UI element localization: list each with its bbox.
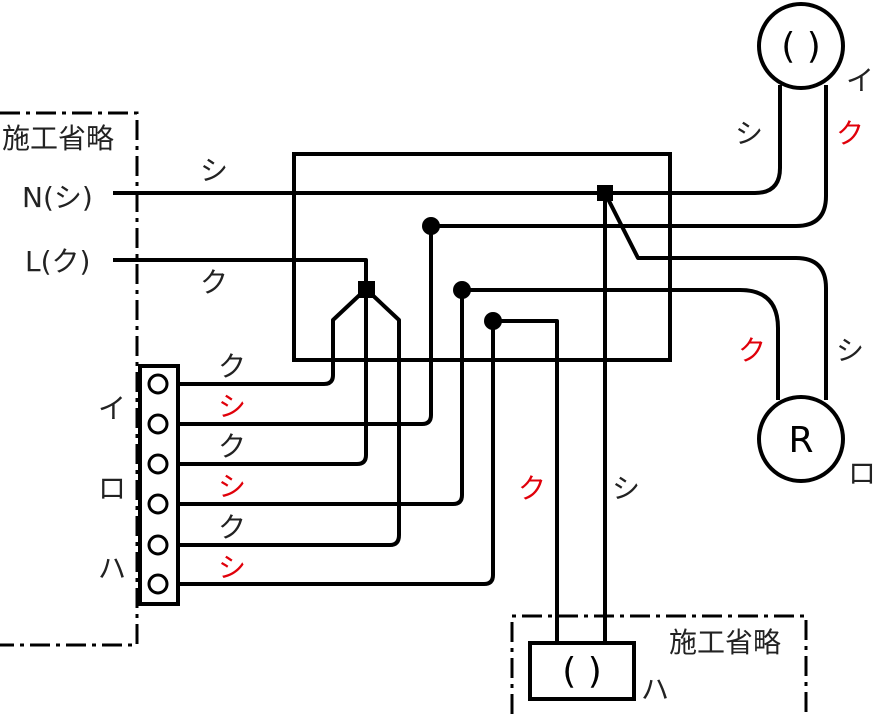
load-ha-switched-wire: [493, 319, 559, 643]
load-ha-right-wire-mark: シ: [612, 472, 640, 505]
load-ro-left-wire-mark: ク: [738, 334, 766, 367]
switch-wire-mark-2: シ: [218, 390, 246, 423]
switch-wire-mark-6: シ: [218, 551, 246, 584]
switch-wire-5: [178, 287, 401, 547]
left-area-label: 施工省略: [2, 122, 114, 155]
load-ro-label: ロ: [848, 457, 876, 490]
joints: [358, 185, 613, 330]
switch-wire-mark-5: ク: [218, 511, 246, 544]
load-i-symbol: ( ): [781, 26, 821, 67]
load-ro-neutral-wire: [603, 192, 828, 400]
switch-wires: [178, 226, 495, 586]
load-ha-symbol: ( ): [562, 651, 602, 692]
left-area-border: [0, 111, 139, 647]
switch-terminal-1: [147, 373, 169, 395]
switch-terminal-3: [147, 453, 169, 475]
live-wire: [113, 258, 368, 289]
load-i: ( ) イ シ ク: [735, 2, 874, 150]
load-ha-area-label: 施工省略: [669, 626, 781, 659]
load-i-switched-wire: [431, 85, 828, 228]
live-sleeve-joint: [358, 281, 375, 298]
load-ro-right-wire-mark: シ: [836, 334, 864, 367]
load-ro: R ロ ク シ: [738, 334, 876, 490]
load-i-wires: [431, 85, 828, 228]
load-ha-label: ハ: [641, 673, 669, 706]
neutral-wire-mark: シ: [200, 154, 228, 187]
load-i-label: イ: [846, 64, 874, 97]
terminal-l-label: L(ク): [25, 245, 90, 278]
switch-group-ha-label: ハ: [98, 552, 126, 585]
load-ro-circle: [757, 395, 845, 483]
switch-group-i-label: イ: [98, 392, 126, 425]
switch-wire-2: [178, 226, 433, 426]
feed-wires: シ ク: [113, 154, 605, 299]
joint-dot-2: [453, 281, 471, 299]
switch-wire-mark-1: ク: [218, 350, 246, 383]
load-i-left-wire-mark: シ: [735, 117, 763, 150]
switch-terminal-4: [147, 493, 169, 515]
terminal-n-label: N(シ): [22, 181, 93, 214]
joint-dot-1: [422, 217, 440, 235]
load-ro-switched-wire: [462, 288, 780, 400]
switch-wire-6: [178, 321, 495, 586]
switch-block: イ ロ ハ ク シ ク シ ク シ: [98, 350, 246, 606]
junction-box: [292, 152, 672, 362]
switch-terminal-2: [147, 413, 169, 435]
load-ro-wires: [462, 192, 828, 400]
switch-wire-1: [178, 287, 368, 386]
load-ha-box: [528, 641, 636, 701]
live-wire-mark: ク: [200, 266, 228, 299]
switch-wire-mark-4: シ: [218, 470, 246, 503]
switch-terminal-6: [147, 573, 169, 595]
load-ha-left-wire-mark: ク: [518, 472, 546, 505]
switch-wire-4: [178, 290, 464, 506]
neutral-sleeve-joint: [597, 185, 613, 201]
load-ro-symbol: R: [788, 420, 813, 461]
load-i-circle: [757, 2, 845, 90]
load-ha-wires: [493, 193, 607, 643]
joint-dot-3: [484, 312, 502, 330]
left-omitted-area: 施工省略 N(シ) L(ク): [0, 111, 139, 647]
switch-wire-mark-3: ク: [218, 430, 246, 463]
switch-wire-3: [178, 289, 368, 466]
switch-group-ro-label: ロ: [98, 472, 126, 505]
load-i-neutral-wire: [605, 85, 782, 195]
switch-terminal-5: [147, 534, 169, 556]
load-i-right-wire-mark: ク: [836, 117, 864, 150]
load-ha-area-border: [510, 614, 808, 714]
switch-block-frame: [138, 364, 180, 606]
load-ha: 施工省略 ( ) ハ ク シ: [510, 472, 808, 714]
